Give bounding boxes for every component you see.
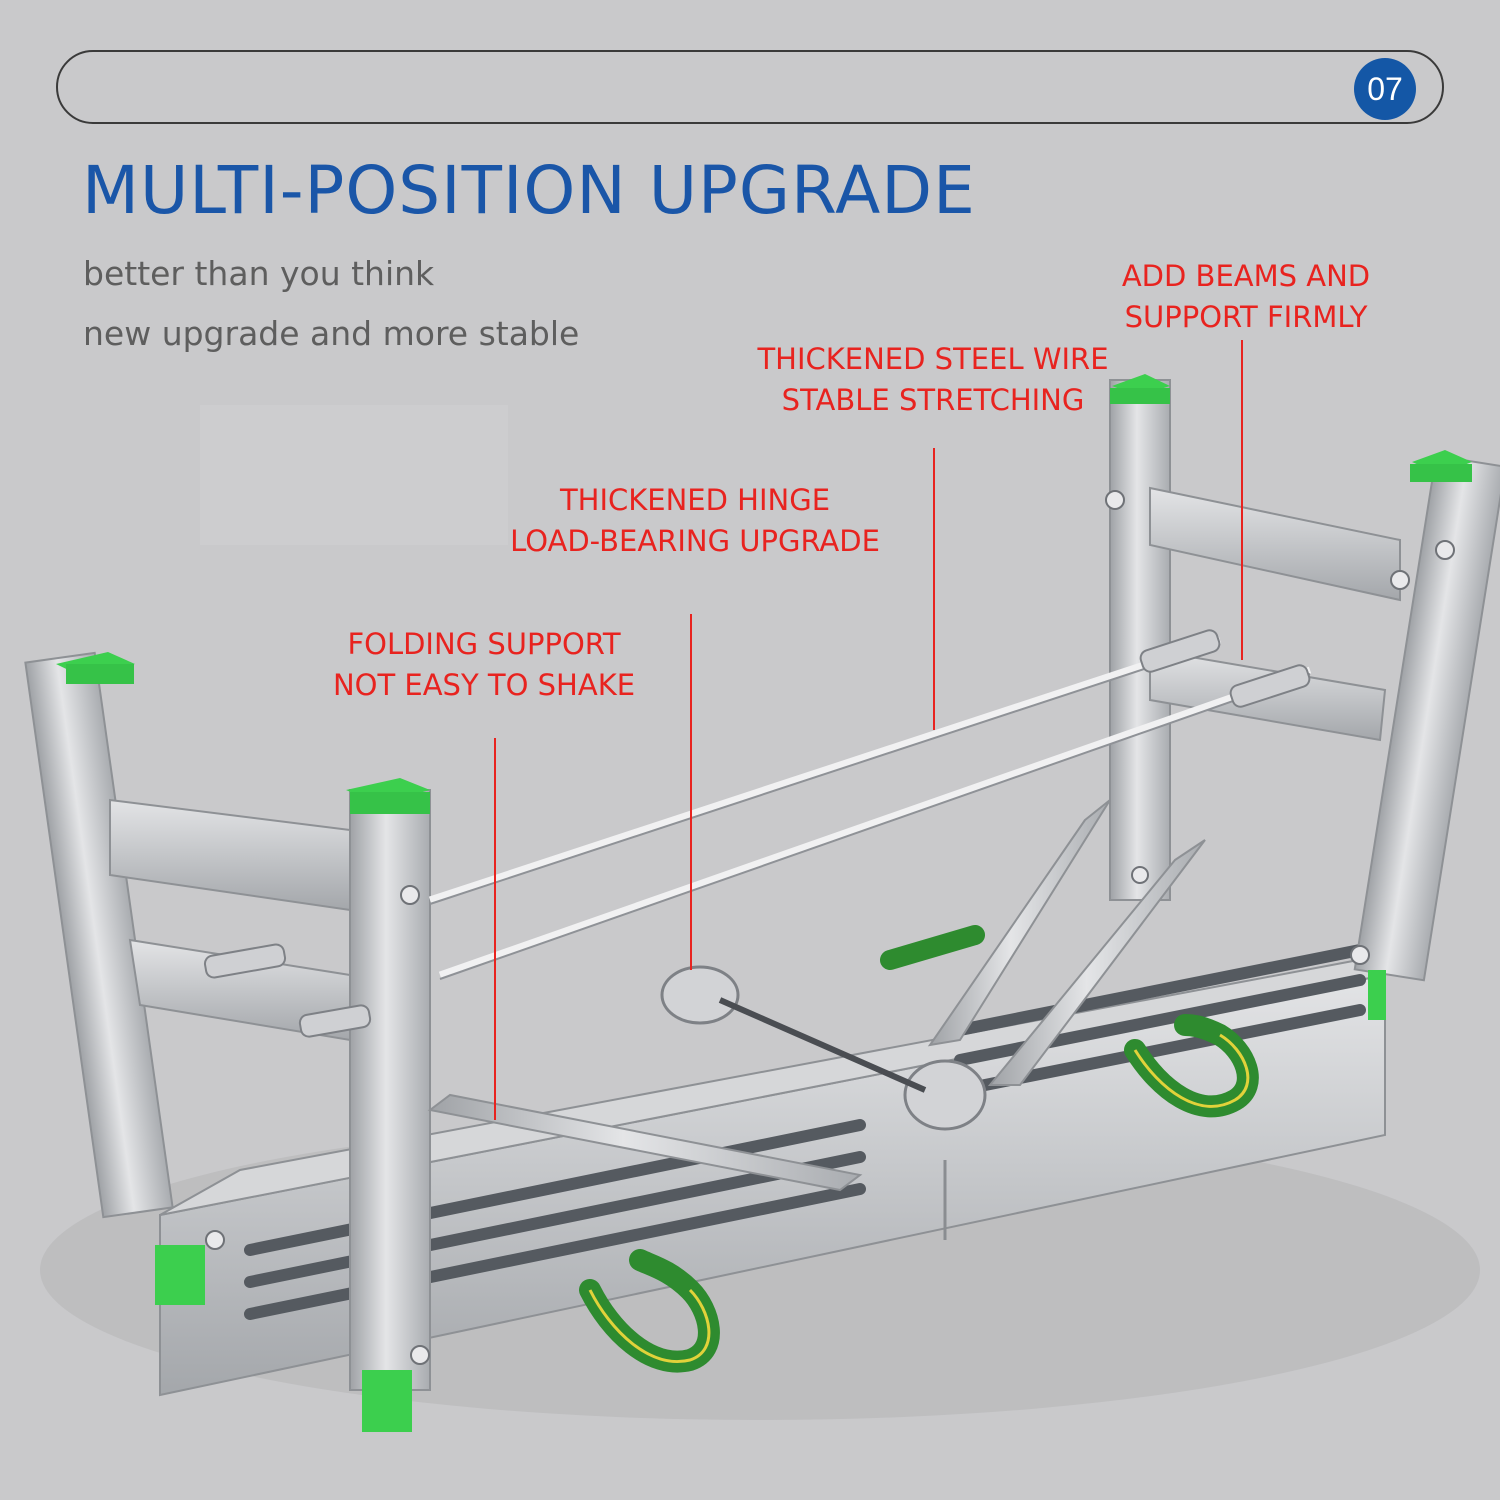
callout-line: THICKENED STEEL WIRE <box>757 342 1109 376</box>
turnbuckle-left-a <box>203 943 287 979</box>
left-rear-leg <box>24 651 174 1219</box>
callout-folding-support: FOLDING SUPPORT NOT EASY TO SHAKE <box>308 624 660 706</box>
fold-brace-right-a <box>927 799 1111 1047</box>
callout-line: FOLDING SUPPORT <box>347 627 621 661</box>
header-pill-frame <box>56 50 1444 124</box>
callout-line: THICKENED HINGE <box>559 483 831 517</box>
callout-steel-wire: THICKENED STEEL WIRE STABLE STRETCHING <box>728 339 1138 421</box>
callout-line: ADD BEAMS AND <box>1121 259 1371 293</box>
left-front-leg <box>349 789 431 1391</box>
steel-wire-top-shade <box>429 643 1221 905</box>
turnbuckle-right-a <box>1139 629 1221 673</box>
hinge-left <box>660 965 740 1025</box>
right-crossbar-top <box>1149 486 1401 602</box>
right-front-leg <box>1353 454 1500 982</box>
left-foot-cap-front <box>362 1370 412 1432</box>
page-title: MULTI-POSITION UPGRADE <box>82 152 976 229</box>
callout-add-beams: ADD BEAMS AND SUPPORT FIRMLY <box>1086 256 1406 338</box>
fold-brace-left <box>427 1093 863 1192</box>
fold-brace-right-b <box>987 839 1206 1086</box>
callout-line: NOT EASY TO SHAKE <box>332 668 636 702</box>
callout-line: STABLE STRETCHING <box>781 383 1085 417</box>
right-foot-cap <box>1368 970 1386 1020</box>
left-crossbar-top <box>109 798 351 912</box>
left-foot-cap-rear <box>155 1245 205 1305</box>
right-rear-leg <box>1109 379 1171 901</box>
faded-backdrop-panel <box>200 405 508 545</box>
steel-wire-bottom-shade <box>439 673 1311 980</box>
carry-strap-rear <box>880 925 985 970</box>
callout-leader-lines <box>494 340 1243 1120</box>
callout-hinge: THICKENED HINGE LOAD-BEARING UPGRADE <box>480 480 910 562</box>
hinge-rod <box>718 997 927 1093</box>
frame-bolts <box>205 490 1455 1365</box>
steel-wire-top <box>428 636 1222 904</box>
hinge-right <box>903 1059 987 1131</box>
subtitle-line-2: new upgrade and more stable <box>83 314 580 353</box>
page-number-badge: 07 <box>1354 58 1416 120</box>
callout-line: LOAD-BEARING UPGRADE <box>510 524 880 558</box>
turnbuckle-right-b <box>1229 664 1311 708</box>
turnbuckle-left-b <box>298 1004 372 1038</box>
steel-wire-bottom <box>438 666 1312 979</box>
subtitle-line-1: better than you think <box>83 254 435 293</box>
callout-line: SUPPORT FIRMLY <box>1124 300 1368 334</box>
